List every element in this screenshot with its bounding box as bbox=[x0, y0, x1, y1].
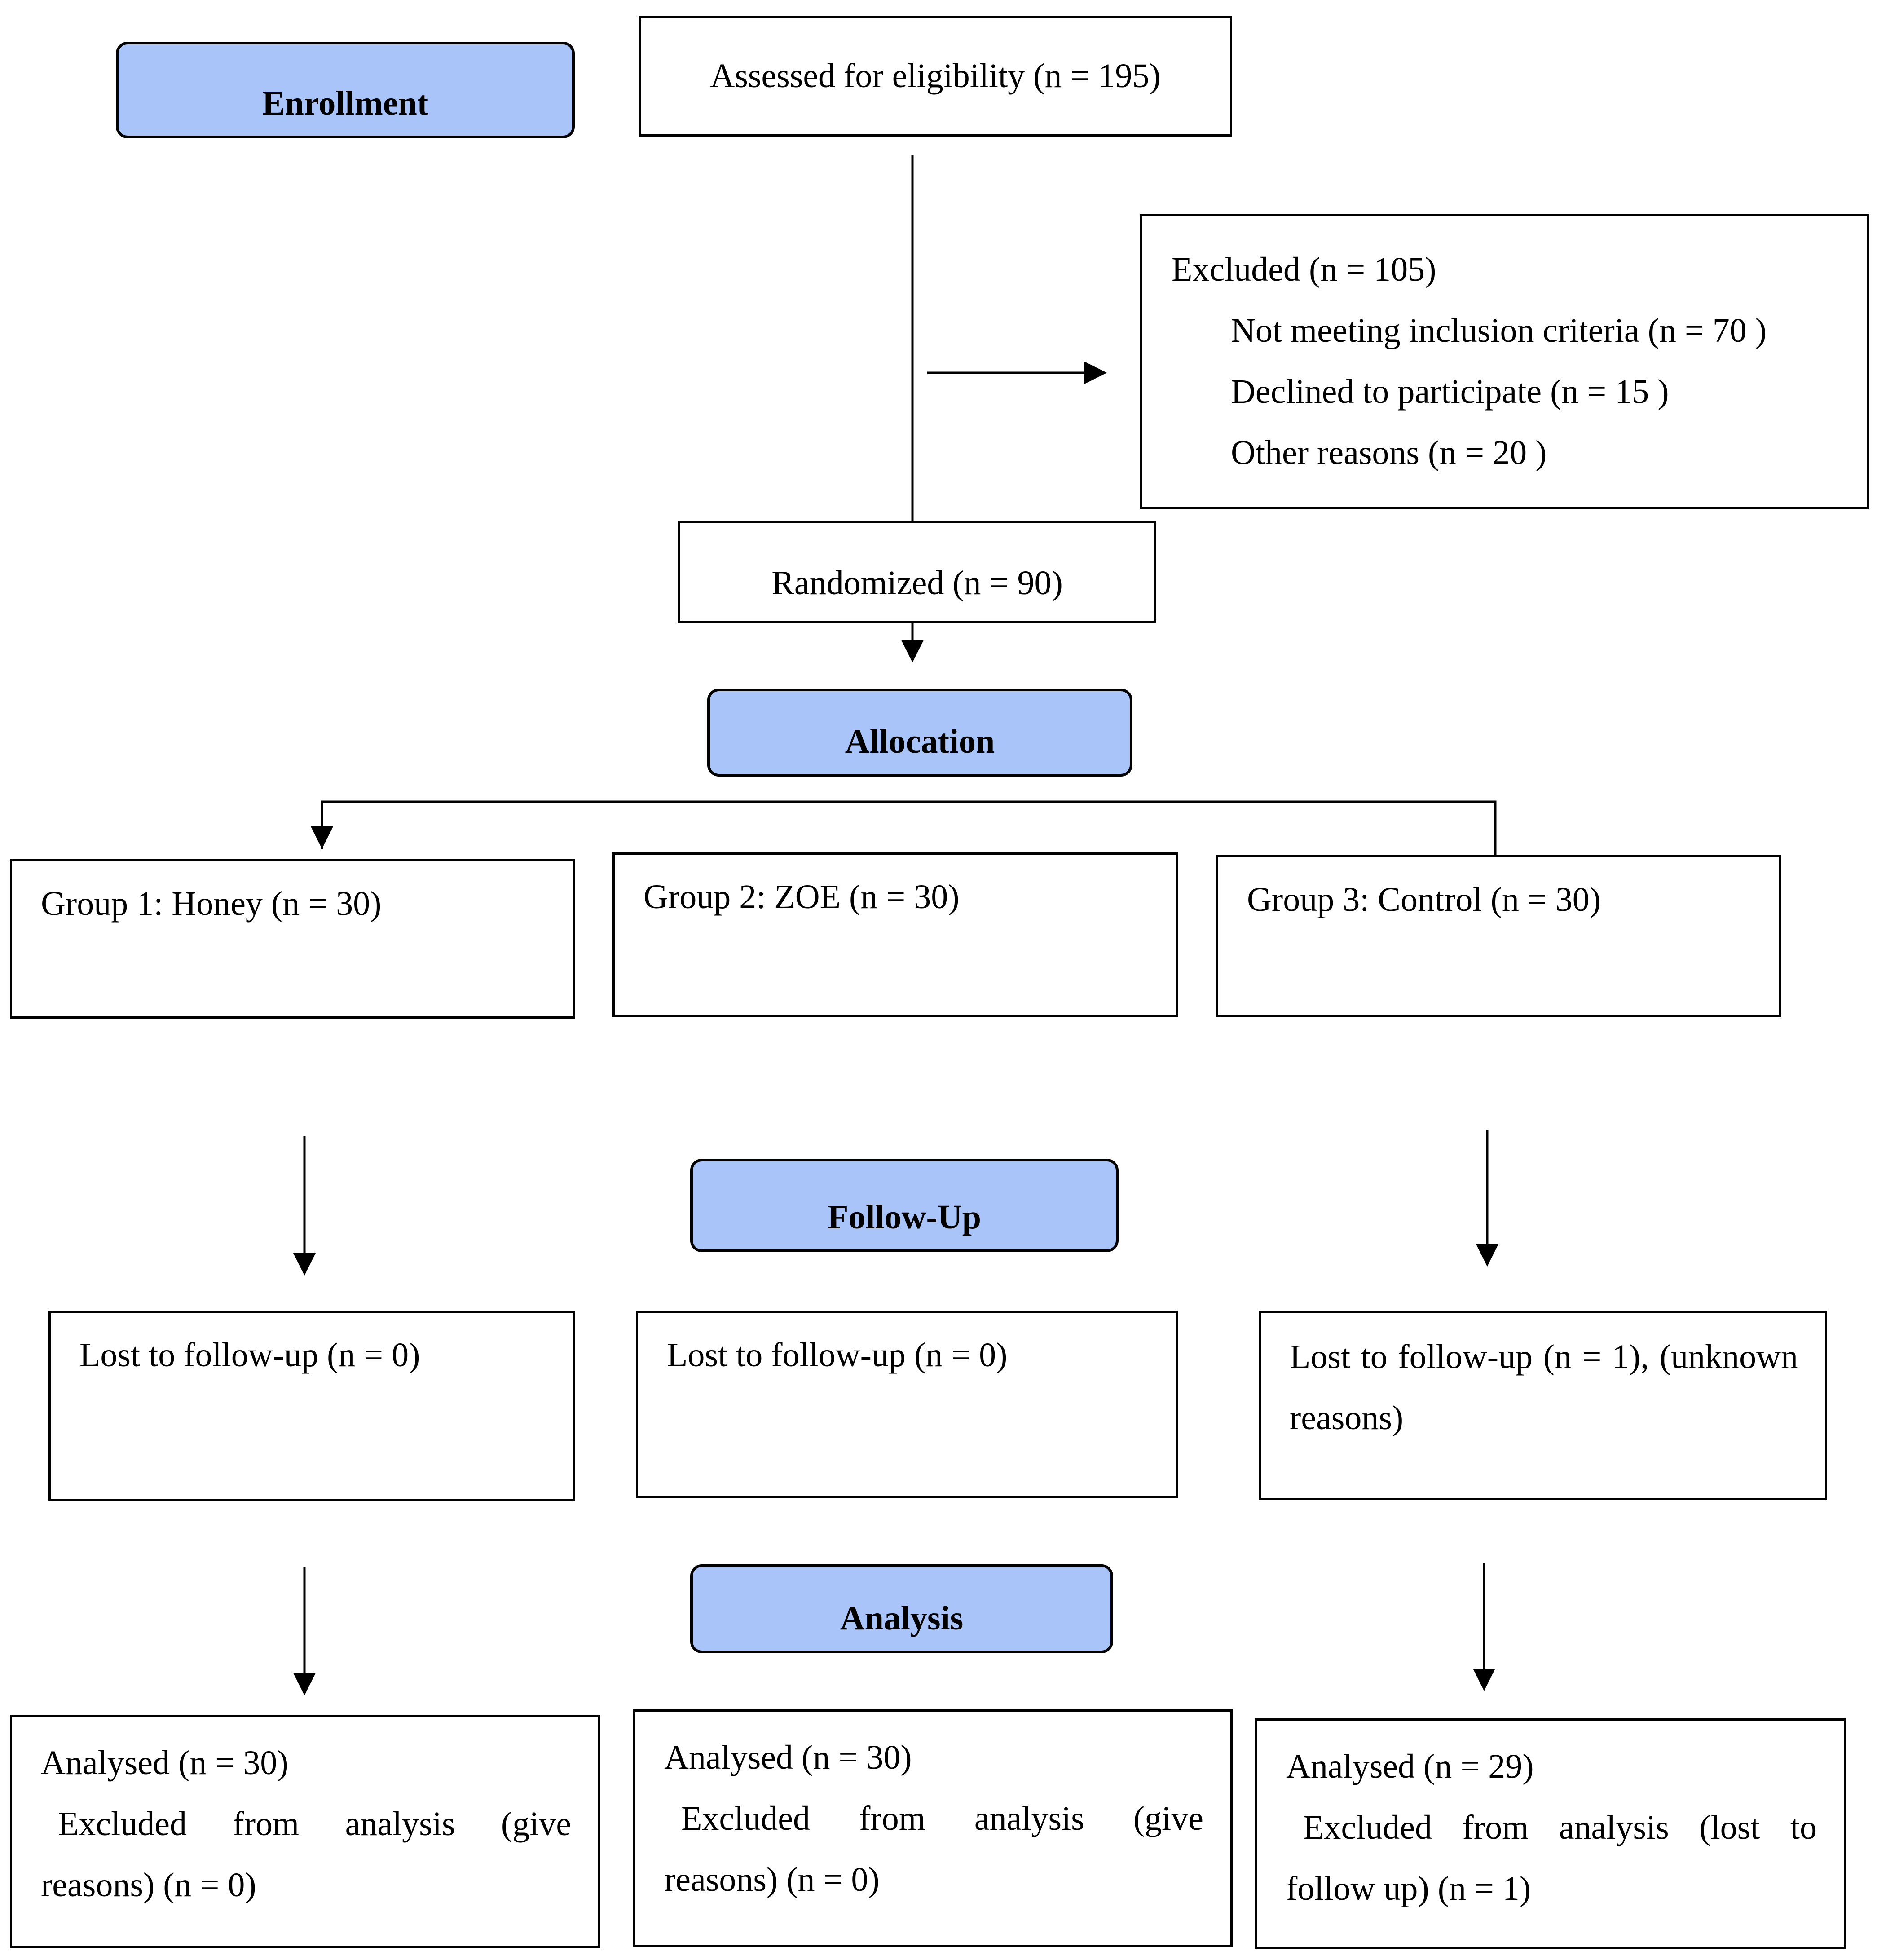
excluded-reason: Other reasons (n = 20 ) bbox=[1231, 434, 1547, 472]
follow-up-label: Follow-Up bbox=[690, 1159, 1119, 1252]
group-1-box: Group 1: Honey (n = 30) bbox=[10, 859, 575, 1019]
group-1-analysed: Analysed (n = 30) bbox=[41, 1744, 289, 1782]
group-1-lost-text: Lost to follow-up (n = 0) bbox=[79, 1336, 420, 1374]
group-3-box: Group 3: Control (n = 30) bbox=[1216, 855, 1781, 1017]
assessed-box: Assessed for eligibility (n = 195) bbox=[639, 16, 1232, 137]
group-1-excluded-analysis: Excluded from analysis (give reasons) (n… bbox=[41, 1805, 571, 1904]
group-3-analysis-box: Analysed (n = 29) Excluded from analysis… bbox=[1255, 1718, 1846, 1949]
group-2-label: Group 2: ZOE (n = 30) bbox=[643, 878, 960, 916]
group-3-lost-text: Lost to follow-up (n = 1), (unknown reas… bbox=[1290, 1338, 1798, 1437]
assessed-text: Assessed for eligibility (n = 195) bbox=[710, 57, 1161, 95]
group-3-analysed: Analysed (n = 29) bbox=[1286, 1748, 1534, 1785]
allocation-label: Allocation bbox=[707, 689, 1132, 777]
randomized-box: Randomized (n = 90) bbox=[678, 521, 1156, 623]
enrollment-label: Enrollment bbox=[116, 42, 575, 138]
group-3-label: Group 3: Control (n = 30) bbox=[1247, 881, 1601, 918]
group-1-lost-box: Lost to follow-up (n = 0) bbox=[48, 1311, 575, 1501]
excluded-reason: Not meeting inclusion criteria (n = 70 ) bbox=[1231, 312, 1767, 349]
excluded-title: Excluded (n = 105) bbox=[1172, 251, 1436, 288]
group-3-lost-box: Lost to follow-up (n = 1), (unknown reas… bbox=[1259, 1311, 1827, 1500]
group-2-lost-text: Lost to follow-up (n = 0) bbox=[667, 1336, 1008, 1374]
analysis-label: Analysis bbox=[690, 1564, 1113, 1653]
group-2-excluded-analysis: Excluded from analysis (give reasons) (n… bbox=[664, 1800, 1203, 1898]
group-2-lost-box: Lost to follow-up (n = 0) bbox=[636, 1311, 1178, 1498]
group-2-analysis-box: Analysed (n = 30) Excluded from analysis… bbox=[633, 1709, 1233, 1947]
randomized-text: Randomized (n = 90) bbox=[771, 564, 1063, 602]
group-3-excluded-analysis: Excluded from analysis (lost to follow u… bbox=[1286, 1809, 1817, 1907]
group-2-box: Group 2: ZOE (n = 30) bbox=[612, 852, 1178, 1017]
excluded-box: Excluded (n = 105) Not meeting inclusion… bbox=[1140, 214, 1869, 509]
allocation-branch-line bbox=[321, 800, 1497, 856]
excluded-reason: Declined to participate (n = 15 ) bbox=[1231, 373, 1669, 411]
group-1-label: Group 1: Honey (n = 30) bbox=[41, 885, 382, 923]
group-1-analysis-box: Analysed (n = 30) Excluded from analysis… bbox=[10, 1715, 600, 1948]
group-2-analysed: Analysed (n = 30) bbox=[664, 1739, 912, 1776]
